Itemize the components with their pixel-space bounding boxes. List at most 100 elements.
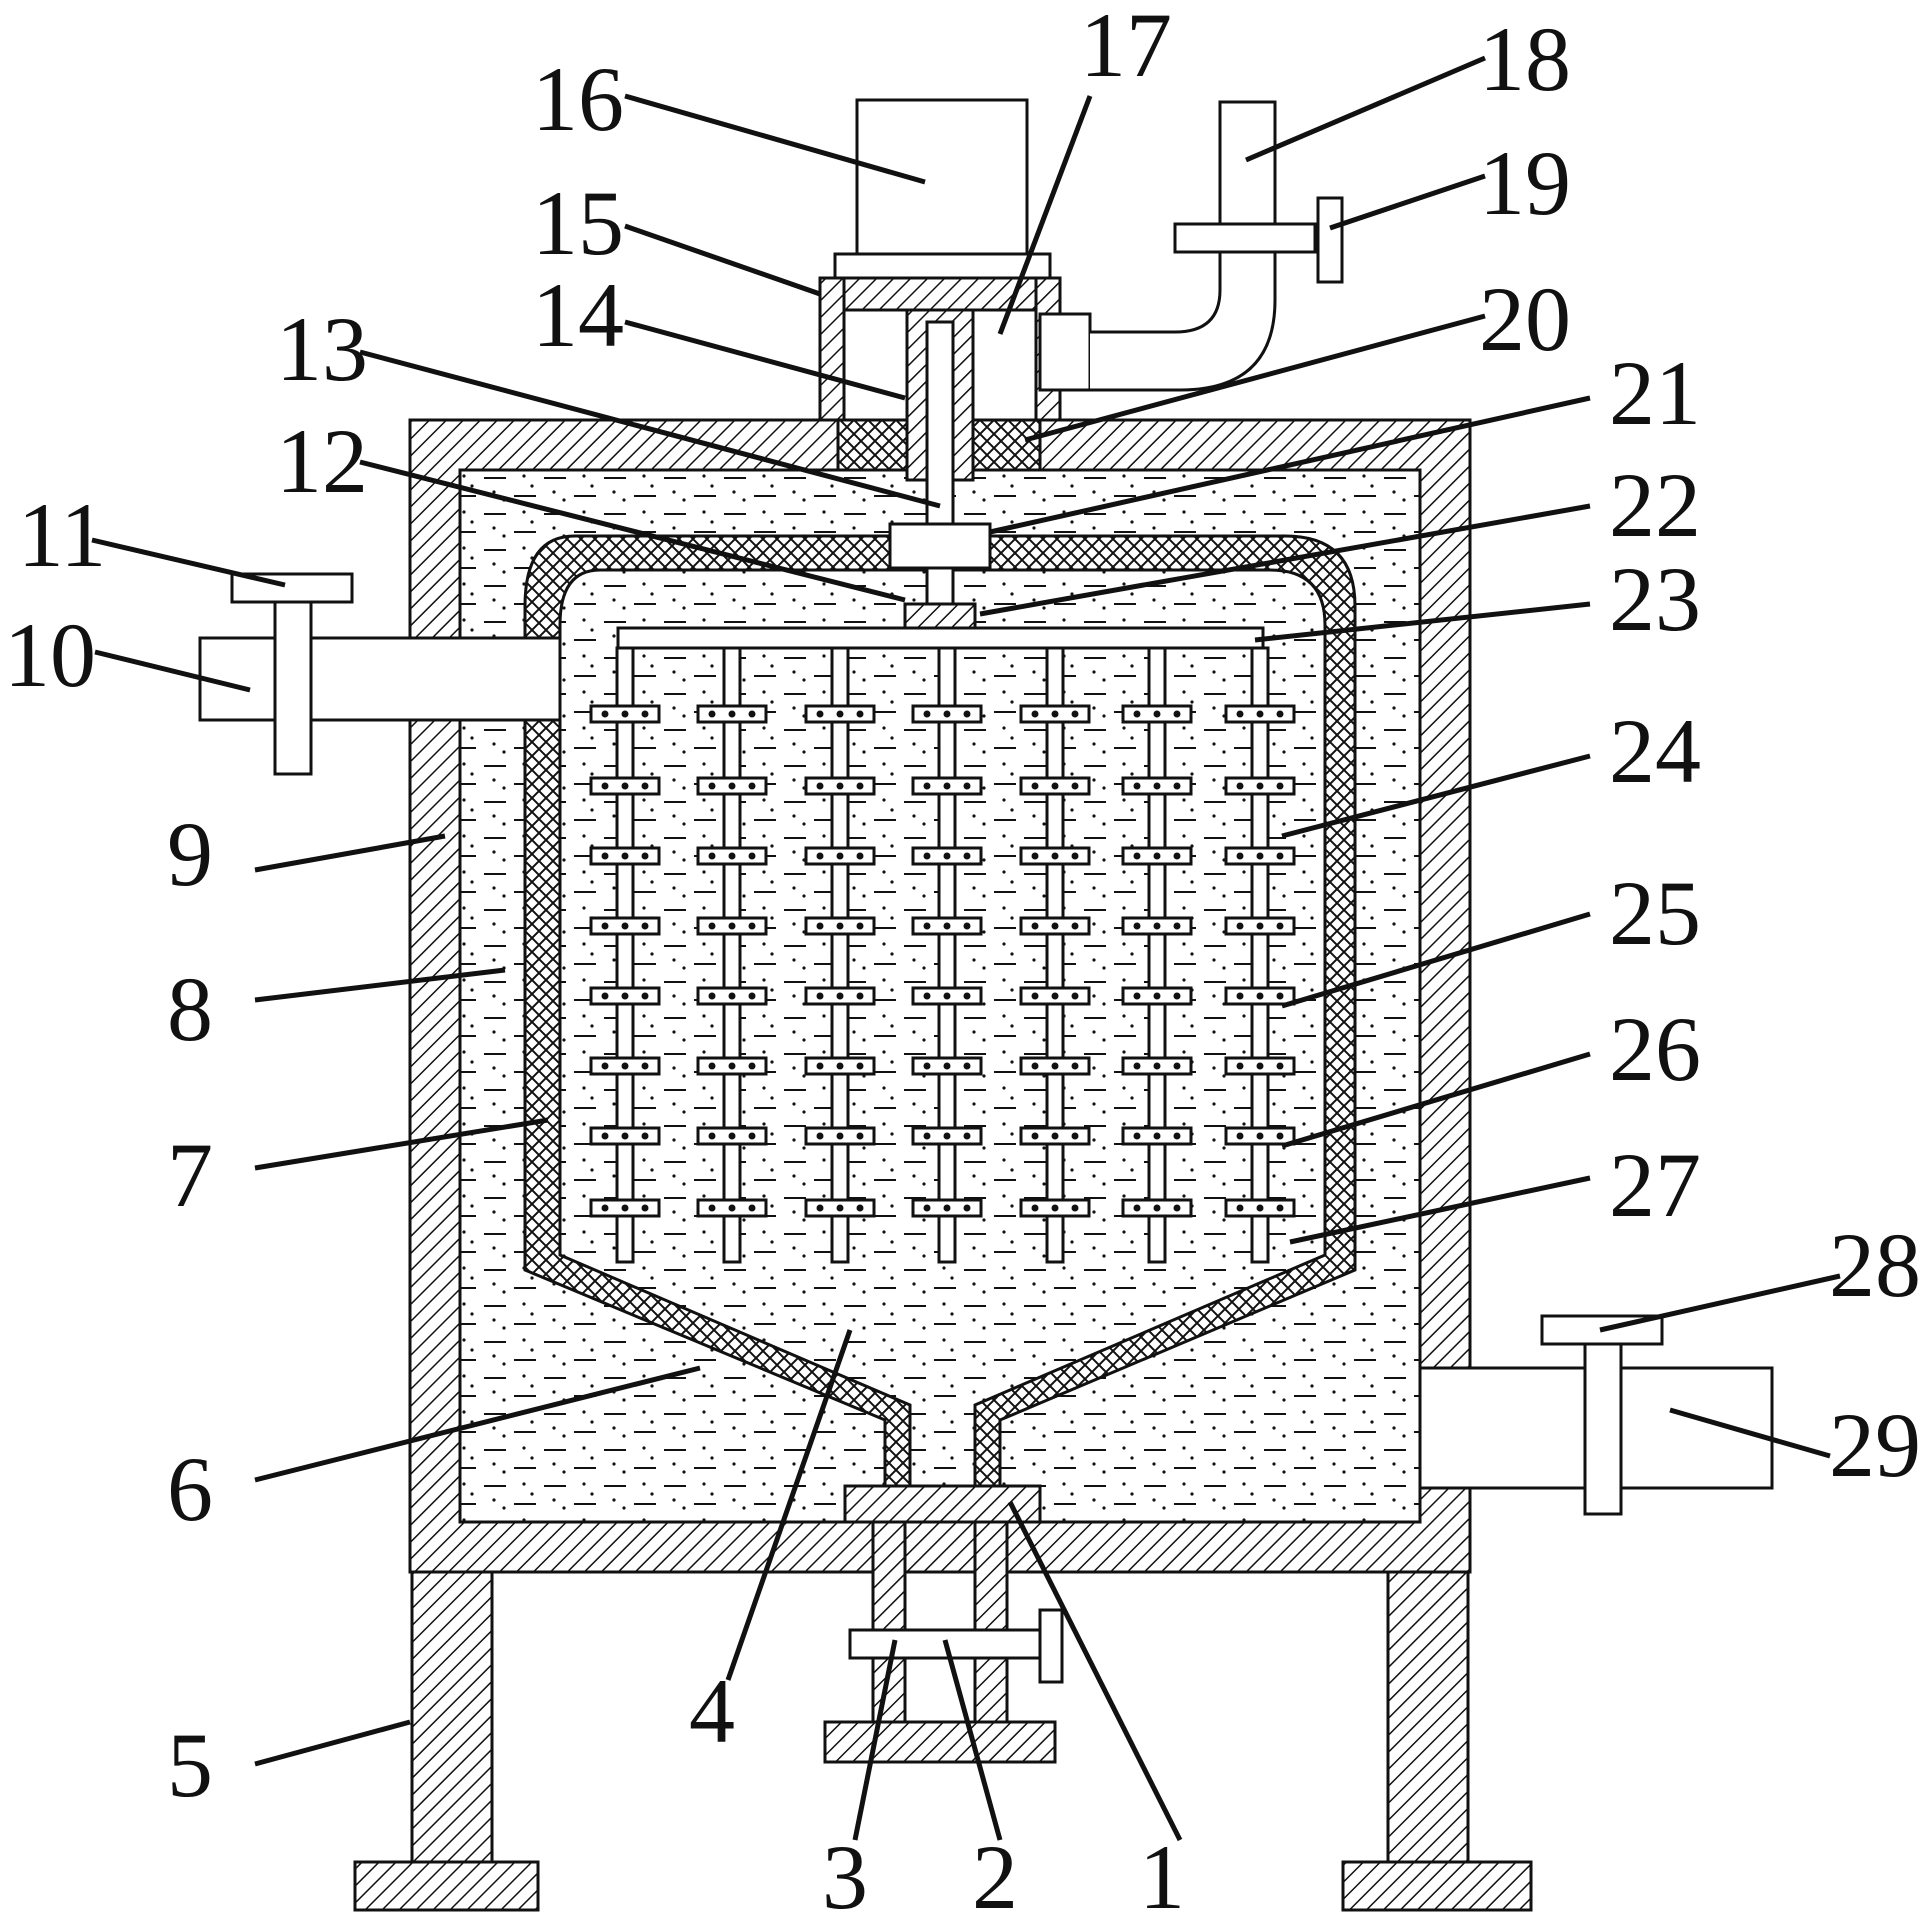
leader-line	[1281, 1051, 1591, 1149]
stirring-blade	[589, 704, 661, 724]
stirring-blade	[589, 776, 661, 796]
label-1: 1	[1139, 1826, 1185, 1924]
stirring-blade	[1019, 846, 1091, 866]
label-8: 8	[167, 958, 213, 1060]
leader-line	[1254, 601, 1591, 643]
stirring-blade	[911, 704, 983, 724]
stirring-blade	[1019, 1126, 1091, 1146]
stirring-blade	[696, 1126, 768, 1146]
label-12: 12	[276, 410, 368, 512]
leader-line	[942, 1639, 1003, 1841]
stirring-blade	[1019, 704, 1091, 724]
stirring-blade	[804, 1056, 876, 1076]
leader-line	[1669, 1407, 1831, 1459]
stirring-rod	[937, 646, 957, 1264]
stirring-blade	[1121, 846, 1193, 866]
stirring-rod	[722, 646, 742, 1264]
stirring-blade	[696, 1056, 768, 1076]
leader-line	[624, 223, 821, 297]
stirring-blade	[1121, 776, 1193, 796]
stirring-blade	[1121, 1126, 1193, 1146]
leader-line	[1289, 1175, 1591, 1245]
leader-line	[254, 1117, 549, 1171]
stirring-blade	[1019, 1056, 1091, 1076]
bottom-outlet	[823, 1484, 1064, 1764]
leader-line	[94, 649, 251, 693]
stirring-rod	[1147, 646, 1167, 1264]
stirring-blade	[911, 776, 983, 796]
label-7: 7	[167, 1124, 213, 1226]
stirring-blade	[1121, 704, 1193, 724]
leader-line	[1245, 55, 1486, 163]
stirring-blade	[1224, 704, 1296, 724]
stirring-blade	[696, 704, 768, 724]
stirring-blade	[1121, 1198, 1193, 1218]
label-14: 14	[532, 264, 624, 366]
label-9: 9	[167, 803, 213, 905]
stirring-blade	[1224, 1198, 1296, 1218]
shaft-bearing	[888, 522, 992, 570]
label-3: 3	[822, 1826, 868, 1924]
stirring-blade	[589, 846, 661, 866]
leader-lines	[91, 55, 1841, 1842]
stirring-blade	[804, 916, 876, 936]
stirring-blade	[589, 916, 661, 936]
stirring-blade	[1121, 986, 1193, 1006]
stirring-blade	[696, 776, 768, 796]
stirring-blade	[804, 986, 876, 1006]
leader-line	[1281, 911, 1591, 1009]
label-2: 2	[972, 1826, 1018, 1924]
label-16: 16	[532, 48, 624, 150]
leader-line	[1024, 313, 1486, 443]
stirring-blade	[804, 846, 876, 866]
leader-line	[979, 503, 1591, 617]
stirring-blade	[911, 1126, 983, 1146]
label-13: 13	[276, 298, 368, 400]
label-24: 24	[1609, 700, 1701, 802]
leader-line	[1281, 753, 1591, 839]
stirring-blade	[1224, 1056, 1296, 1076]
leader-line	[1599, 1273, 1841, 1333]
label-6: 6	[167, 1438, 213, 1540]
stirring-blade	[804, 1126, 876, 1146]
motor	[833, 98, 1052, 280]
label-25: 25	[1609, 862, 1701, 964]
leader-line	[1007, 1500, 1183, 1842]
stirring-blade	[911, 1056, 983, 1076]
leader-line	[91, 537, 286, 588]
leader-line	[254, 833, 446, 873]
label-4: 4	[689, 1660, 735, 1762]
stirring-rod	[615, 646, 635, 1264]
leader-line	[254, 967, 506, 1003]
stirring-assembly	[589, 626, 1296, 1264]
stirring-blade	[696, 1198, 768, 1218]
stirring-blade	[696, 846, 768, 866]
stirring-blade	[1019, 916, 1091, 936]
stirring-blade	[589, 1198, 661, 1218]
stirring-blade	[1224, 776, 1296, 796]
label-17: 17	[1080, 0, 1172, 96]
label-27: 27	[1609, 1134, 1701, 1236]
stirring-rod	[1045, 646, 1065, 1264]
label-15: 15	[532, 172, 624, 274]
leader-line	[989, 395, 1591, 535]
stirring-rod	[830, 646, 850, 1264]
stirring-blade	[911, 986, 983, 1006]
leader-line	[254, 1719, 411, 1767]
leader-line	[1329, 173, 1486, 231]
stirring-blade	[911, 846, 983, 866]
stirring-blade	[1121, 916, 1193, 936]
stirring-blade	[1019, 986, 1091, 1006]
stirring-blade	[1224, 1126, 1296, 1146]
leader-line	[852, 1639, 898, 1841]
shaft-coupling	[903, 602, 977, 630]
label-10: 10	[4, 604, 96, 706]
label-22: 22	[1609, 454, 1701, 556]
inlet-pipe	[1038, 100, 1344, 392]
leader-line	[624, 93, 926, 185]
stirring-blade	[804, 776, 876, 796]
leader-line	[624, 319, 906, 401]
leader-line	[997, 95, 1093, 335]
label-21: 21	[1609, 342, 1701, 444]
